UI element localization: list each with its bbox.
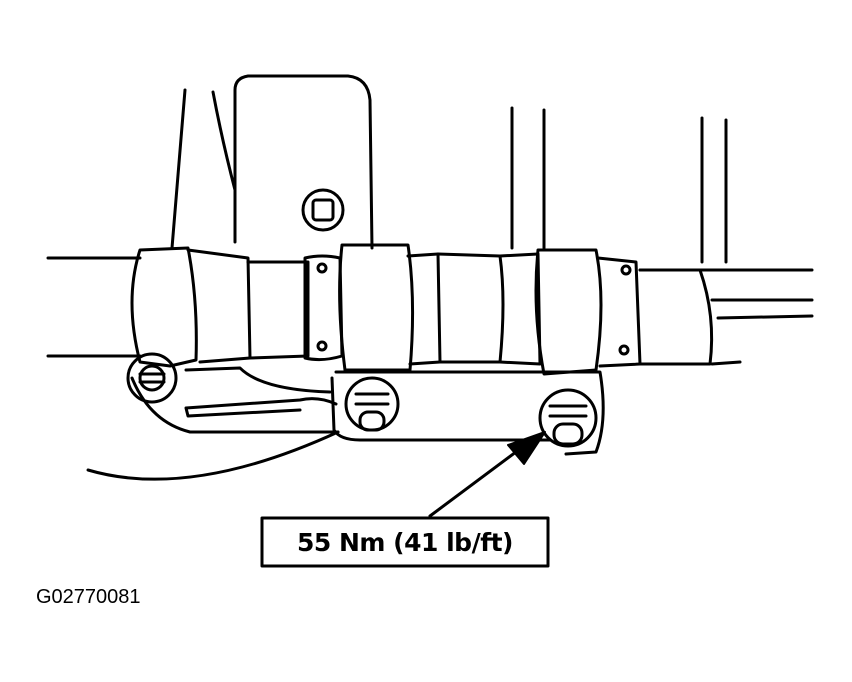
housing-section-2 bbox=[246, 260, 310, 360]
bolt-icon bbox=[126, 352, 178, 404]
plate-hole bbox=[301, 188, 345, 232]
vertical-tube-right bbox=[700, 116, 728, 264]
bolt-icon bbox=[538, 388, 598, 448]
bracket-plate bbox=[233, 74, 374, 250]
figure-id: G02770081 bbox=[36, 586, 141, 608]
arrow-icon bbox=[428, 431, 546, 518]
lower-bracket bbox=[130, 370, 605, 456]
torque-label-box bbox=[260, 516, 550, 568]
housing-clamp-2 bbox=[596, 256, 642, 368]
housing-section-3 bbox=[406, 252, 442, 366]
rack-tube-right bbox=[638, 268, 814, 366]
center-mount-block bbox=[338, 243, 415, 372]
rack-tube-left bbox=[46, 256, 142, 358]
clamp-rivet bbox=[316, 340, 328, 352]
bolt-icon bbox=[344, 376, 400, 432]
left-mount-block bbox=[130, 246, 198, 368]
clamp-rivet bbox=[620, 264, 632, 276]
lower-bracket-strap bbox=[184, 366, 338, 418]
housing-section-5 bbox=[498, 252, 542, 366]
housing-section-1 bbox=[186, 248, 252, 364]
right-mount-block bbox=[534, 248, 603, 376]
upper-linkage bbox=[170, 88, 237, 250]
torque-label: 55 Nm (41 lb/ft) bbox=[297, 527, 513, 557]
housing-section-4 bbox=[436, 252, 505, 364]
lower-sweep-line bbox=[86, 430, 340, 481]
clamp-rivet bbox=[618, 344, 630, 356]
vertical-tube-left bbox=[510, 106, 546, 250]
clamp-rivet bbox=[316, 262, 328, 274]
housing-end-sleeve bbox=[638, 268, 714, 366]
